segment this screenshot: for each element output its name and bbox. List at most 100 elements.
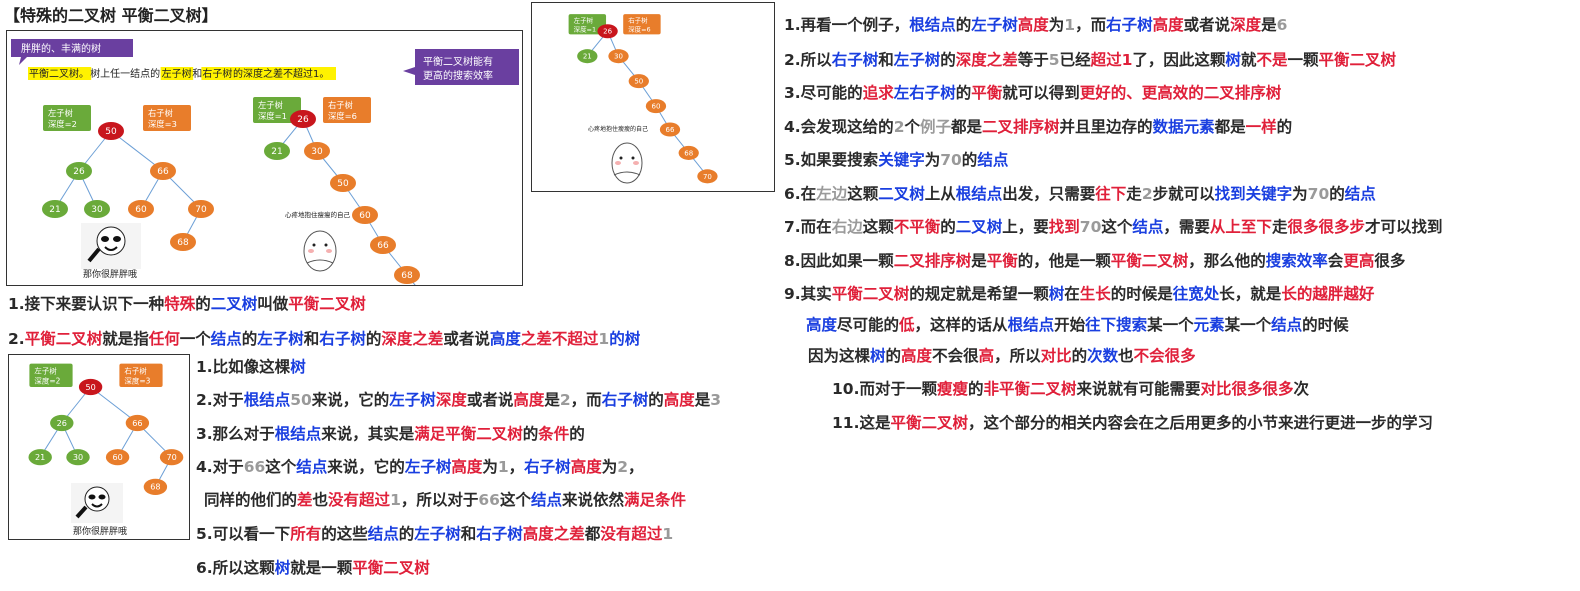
text-segment: 5 <box>1048 51 1060 69</box>
right-line-2: 2.所以右子树和左子树的深度之差等于5已经超过1了，因此这颗树就不是一颗平衡二叉… <box>784 50 1396 70</box>
text-segment: 已经 <box>1059 51 1091 69</box>
tree-node <box>78 378 103 396</box>
text-segment: 的 <box>365 330 382 348</box>
text-segment: 同样的他们的 <box>204 491 298 509</box>
middle-line-1: 1.比如像这棵树 <box>196 357 306 377</box>
tree-node <box>125 414 150 432</box>
text-segment: 也 <box>312 491 329 509</box>
subtree-label-text: 深度=2 <box>34 375 60 385</box>
text-segment: 高度 <box>570 458 602 476</box>
tree-node <box>50 414 74 432</box>
tree-node-label: 50 <box>105 127 117 137</box>
text-segment: 左子树 <box>893 51 941 69</box>
efficiency-label-2: 更高的搜索效率 <box>423 69 493 82</box>
text-segment: 为 <box>1048 16 1065 34</box>
subtree-label-text: 右子树 <box>148 108 173 118</box>
tree-node-label: 50 <box>634 77 643 86</box>
text-segment: 或者说 <box>466 391 514 409</box>
text-segment: 不平衡 <box>893 218 941 236</box>
text-segment: 高度 <box>489 330 521 348</box>
ghost-hug-icon <box>611 142 643 184</box>
right-line-4: 4.会发现这给的2个例子都是二叉排序树并且里边存的数据元素都是一样的 <box>784 117 1292 137</box>
text-segment: 左子树 <box>971 16 1018 34</box>
text-segment: 左子树 <box>389 391 436 409</box>
text-segment: 的这些 <box>321 525 368 543</box>
subtree-label-box <box>623 14 661 35</box>
middle-line-5: 同样的他们的差也没有超过1，所以对于66这个结点来说依然满足条件 <box>204 490 686 510</box>
text-segment: 根结点 <box>243 391 291 409</box>
ghost-hug-icon <box>303 230 337 272</box>
subtree-label-box <box>143 105 191 131</box>
text-segment: 的 <box>522 425 539 443</box>
text-segment: 深度 <box>1230 16 1262 34</box>
text-segment: 更好的、更高效的二叉排序树 <box>1079 84 1282 102</box>
text-segment: 不是 <box>1256 51 1288 69</box>
text-segment: 的时候是 <box>1110 285 1173 303</box>
text-segment: 关键字 <box>878 151 925 169</box>
text-segment: 某一个 <box>1147 316 1194 334</box>
text-segment: ，而 <box>570 391 602 409</box>
tree-node-label: 60 <box>135 205 147 215</box>
subtree-label-text: 左子树 <box>574 16 594 25</box>
subtree-label-text: 深度=6 <box>328 111 357 121</box>
text-segment: 平衡 <box>971 84 1003 102</box>
text-segment: 1 <box>598 330 610 348</box>
tree-node <box>304 142 330 160</box>
tree-node-label: 60 <box>359 211 371 221</box>
fat-callout-shape <box>11 39 133 65</box>
text-segment: 深度之差 <box>381 330 444 348</box>
text-segment: 的 <box>885 347 902 365</box>
text-segment: ， <box>508 458 525 476</box>
tree-node <box>128 200 154 218</box>
text-segment: 这个 <box>499 491 531 509</box>
tree-node-label: 70 <box>195 205 207 215</box>
text-segment: 就是指 <box>102 330 149 348</box>
text-segment: 右子树 <box>1106 16 1153 34</box>
left-line-1: 1.接下来要认识下一种特殊的二叉树叫做平衡二叉树 <box>8 294 366 314</box>
tree-node-label: 26 <box>73 167 85 177</box>
text-segment: 超过1 <box>1090 51 1133 69</box>
text-segment: 对比 <box>1040 347 1072 365</box>
tree-node <box>170 233 196 251</box>
right-line-13: 11.这是平衡二叉树，这个部分的相关内容会在之后用更多的小节来进行更进一步的学习 <box>832 413 1433 433</box>
definition-segment: 的深度之差不超过1。 <box>233 67 329 80</box>
middle-line-4: 4.对于66这个结点来说，它的左子树高度为1，右子树高度为2， <box>196 457 644 477</box>
text-segment: 4.会发现这给的 <box>784 118 894 136</box>
right-line-11: 因为这棵树的高度不会很高，所以对比的次数也不会很多 <box>808 346 1196 366</box>
text-segment: 走 <box>1126 185 1142 203</box>
text-segment: 6 <box>1276 16 1288 34</box>
text-segment: 1 <box>662 525 674 543</box>
text-segment: 例子 <box>920 118 952 136</box>
text-segment: 的 <box>241 330 258 348</box>
right-meme-caption: 心疼地抱住瘦瘦的自己 <box>588 125 648 133</box>
text-segment: 次 <box>1293 380 1310 398</box>
tree-node <box>143 478 168 495</box>
text-segment: 和 <box>460 525 477 543</box>
definition-segment: 平衡二叉树。 <box>29 67 89 80</box>
text-segment: 深度 <box>435 391 467 409</box>
subtree-label-text: 左子树 <box>48 108 73 118</box>
tree-node <box>330 174 356 192</box>
text-segment: 次数 <box>1087 347 1119 365</box>
text-segment: 右子树 <box>831 51 879 69</box>
text-segment: 右子树 <box>601 391 649 409</box>
text-segment: 没有超过 <box>600 525 663 543</box>
text-segment: 高度 <box>513 391 545 409</box>
efficiency-callout-shape <box>403 49 519 85</box>
tree-node-label: 21 <box>35 452 45 462</box>
text-segment: ，所以 <box>994 347 1041 365</box>
right-line-5: 5.如果要搜索关键字为70的结点 <box>784 150 1008 170</box>
tree-node <box>628 74 649 89</box>
text-segment: 2.对于 <box>196 391 244 409</box>
subtree-label-text: 深度=1 <box>258 111 287 121</box>
text-segment: 长，就是 <box>1219 285 1282 303</box>
text-segment: 走 <box>1271 218 1288 236</box>
tree-node-label: 66 <box>377 241 389 251</box>
text-segment: 一个 <box>179 330 211 348</box>
text-segment: 1.比如像这棵 <box>196 358 291 376</box>
tree-node-label: 21 <box>49 205 60 215</box>
text-segment: 并且里边存的 <box>1059 118 1153 136</box>
tree-node-label: 68 <box>150 482 160 492</box>
